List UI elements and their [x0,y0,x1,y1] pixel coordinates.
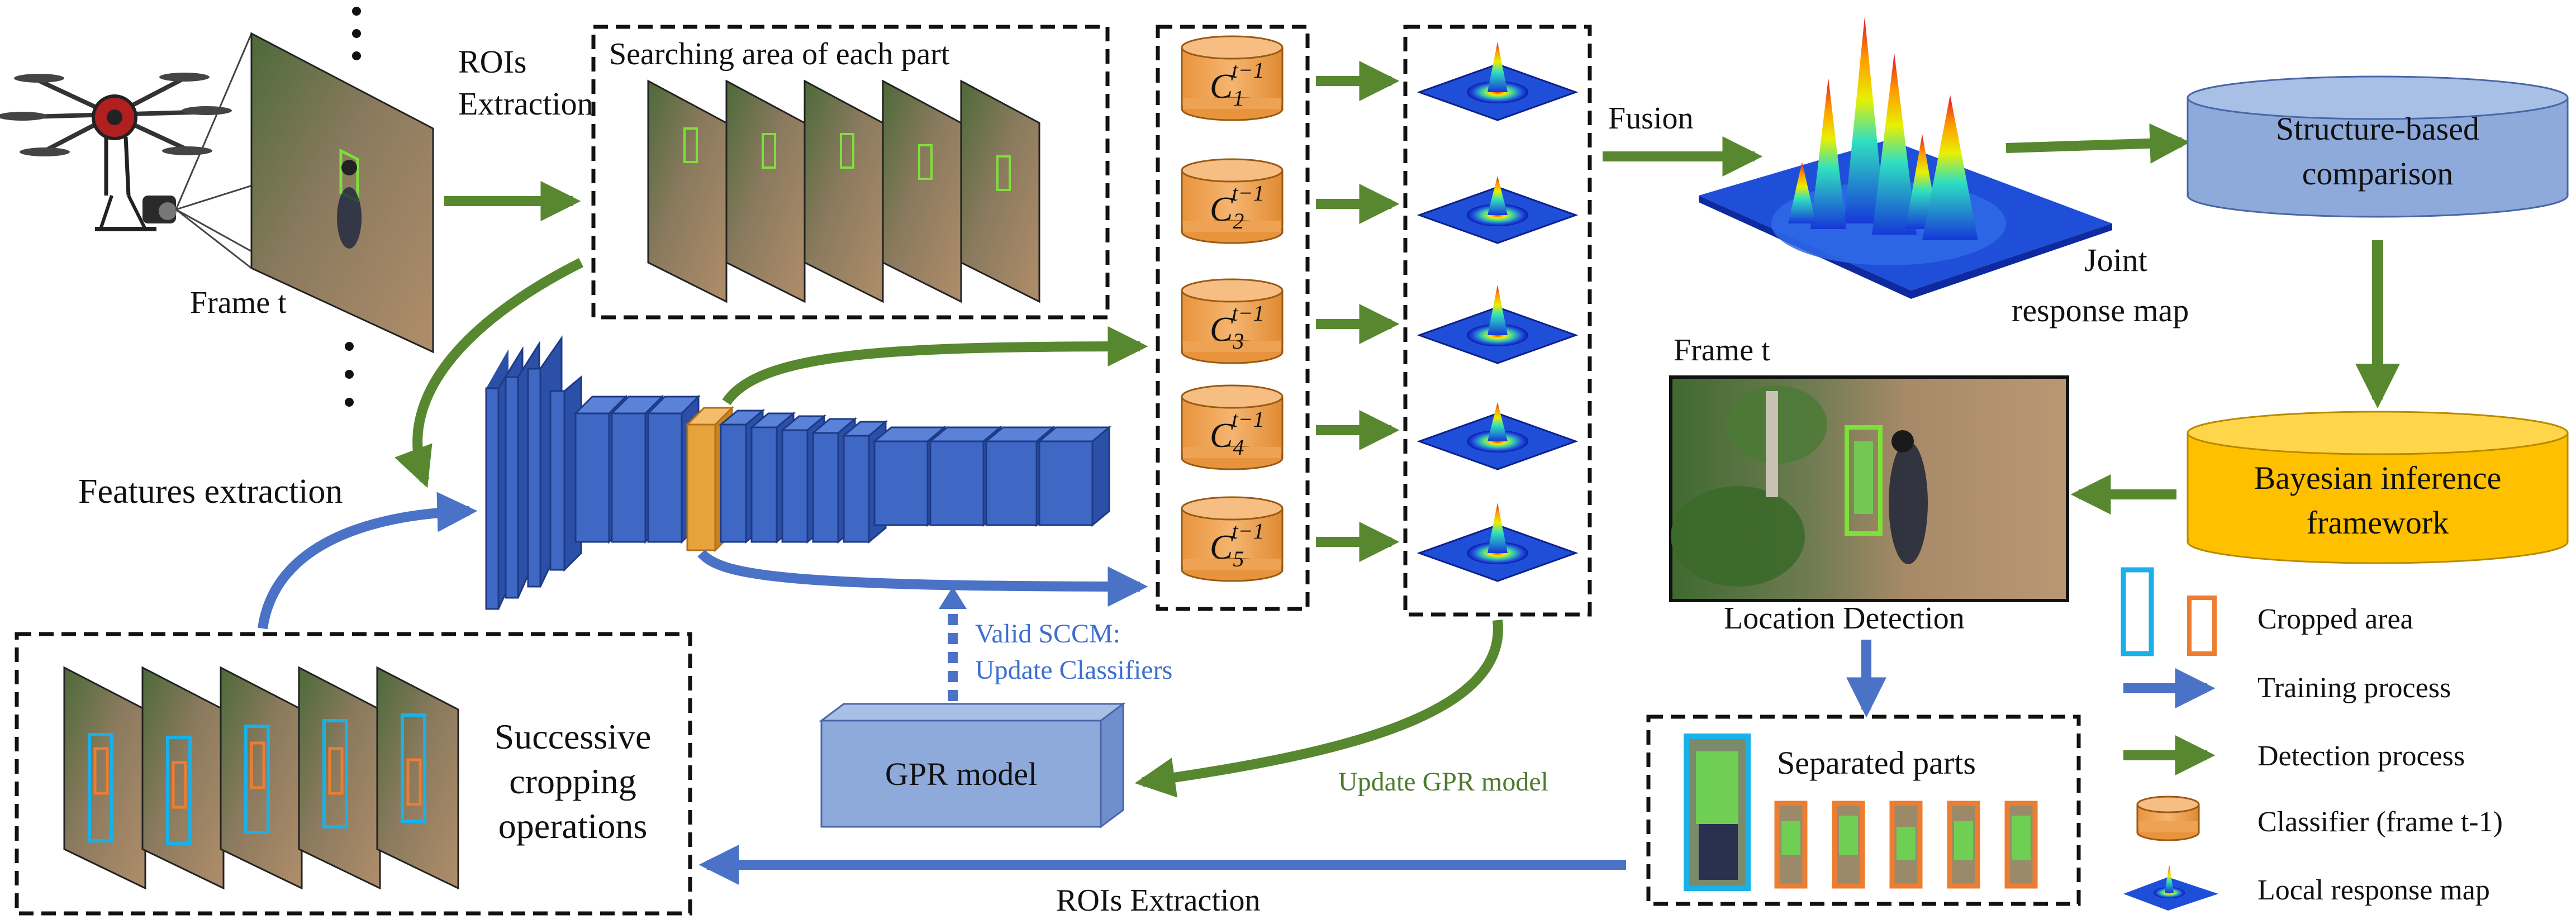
cnn-network [485,335,1112,610]
location-detection-label: Location Detection [1724,601,1965,636]
cropping-frames [63,666,459,890]
frame-t-image [250,32,434,354]
frame-t-right-label: Frame t [1674,333,1770,368]
successive-label-1: Successive [495,717,652,756]
successive-label-3: operations [498,806,648,846]
legend-local-response-map-label: Local response map [2257,874,2490,906]
valid-sccm-label-2: Update Classifiers [975,655,1172,685]
frame-t-left-label: Frame t [190,285,287,320]
classifiers-box [1156,25,1310,611]
gpr-to-classifiers-arrowhead [939,587,967,609]
drone-icon [0,73,232,231]
vertical-dots-top [352,7,361,60]
searching-area-box [591,25,1110,320]
rois-extraction-bottom-label: ROIs Extraction [1056,883,1260,918]
bayesian-label-1: Bayesian inference [2254,460,2502,496]
rois-extraction-top-label-1: ROIs [458,44,526,80]
legend-training-process: Training process [2123,668,2451,708]
local-response-map-2 [1417,176,1579,244]
classifier-3: C3t−1 [1181,278,1284,364]
legend-local-response-map: Local response map [2123,865,2490,911]
joint-response-map [1699,17,2112,299]
vertical-dots-bottom [345,342,354,407]
successive-label-2: cropping [509,761,636,801]
classifier-1: C1t−1 [1181,35,1284,121]
rois-extraction-top-label-2: Extraction [458,85,593,122]
separated-parts-images [1684,734,2038,891]
local-response-maps-box [1403,25,1592,617]
joint-response-label-1: Joint [2084,242,2147,278]
classifier-4: C4t−1 [1181,384,1284,470]
cnn-selected-layer [686,423,716,551]
local-response-map-5 [1417,503,1579,582]
local-response-map-4 [1417,402,1579,470]
search-frames [647,79,1040,303]
classifier-2-label: C2t−1 [1210,180,1264,234]
searching-area-label: Searching area of each part [609,37,950,72]
local-response-map-1 [1417,42,1579,121]
search-to-cnn-arrow [395,258,584,488]
update-gpr-label: Update GPR model [1338,767,1548,797]
bayesian-framework-cylinder [2187,411,2569,564]
classifier-5: C5t−1 [1181,496,1284,582]
classifier-to-response-arrows [1316,61,1400,562]
legend-training-process-label: Training process [2257,672,2451,704]
local-response-map-3 [1417,285,1579,364]
classifier-3-label: C3t−1 [1210,301,1264,354]
gpr-model-label: GPR model [885,756,1037,792]
legend-classifier-label: Classifier (frame t-1) [2257,806,2503,838]
structure-comparison-label-2: comparison [2302,155,2454,192]
legend-detection-process: Detection process [2123,735,2465,775]
legend-classifier: Classifier (frame t-1) [2136,796,2503,841]
classifier-2: C2t−1 [1181,158,1284,244]
separated-parts-label: Separated parts [1777,745,1976,781]
legend: Cropped area Training process Detection … [2121,567,2503,911]
structure-comparison-label-1: Structure-based [2276,111,2479,147]
successive-cropping-box [15,632,692,916]
legend-cropped-area: Cropped area [2121,567,2413,656]
bayesian-label-2: framework [2307,504,2449,541]
legend-detection-process-label: Detection process [2257,740,2465,772]
joint-response-label-2: response map [2012,292,2189,328]
fusion-label: Fusion [1608,101,1694,136]
features-to-classifiers-training-arrow [697,549,1148,607]
detection-box [1845,425,1883,536]
response-to-gpr-arrow [1134,619,1503,798]
features-to-classifiers-arrow [722,326,1148,406]
joint-to-structure-arrow [2005,123,2190,164]
valid-sccm-label-1: Valid SCCM: [975,619,1120,649]
structure-comparison-cylinder [2187,75,2569,218]
cropping-to-cnn-arrow [258,492,478,630]
separated-parts-box [1646,715,2081,906]
classifier-1-label: C1t−1 [1210,58,1264,111]
local-response-map-list [1417,42,1579,582]
classifier-5-label: C5t−1 [1210,518,1264,571]
gpr-model-box [819,702,1126,828]
classifier-4-label: C4t−1 [1210,407,1264,460]
legend-cropped-area-label: Cropped area [2257,603,2413,635]
features-extraction-label: Features extraction [78,473,343,511]
detection-frame-image [1669,375,2069,602]
